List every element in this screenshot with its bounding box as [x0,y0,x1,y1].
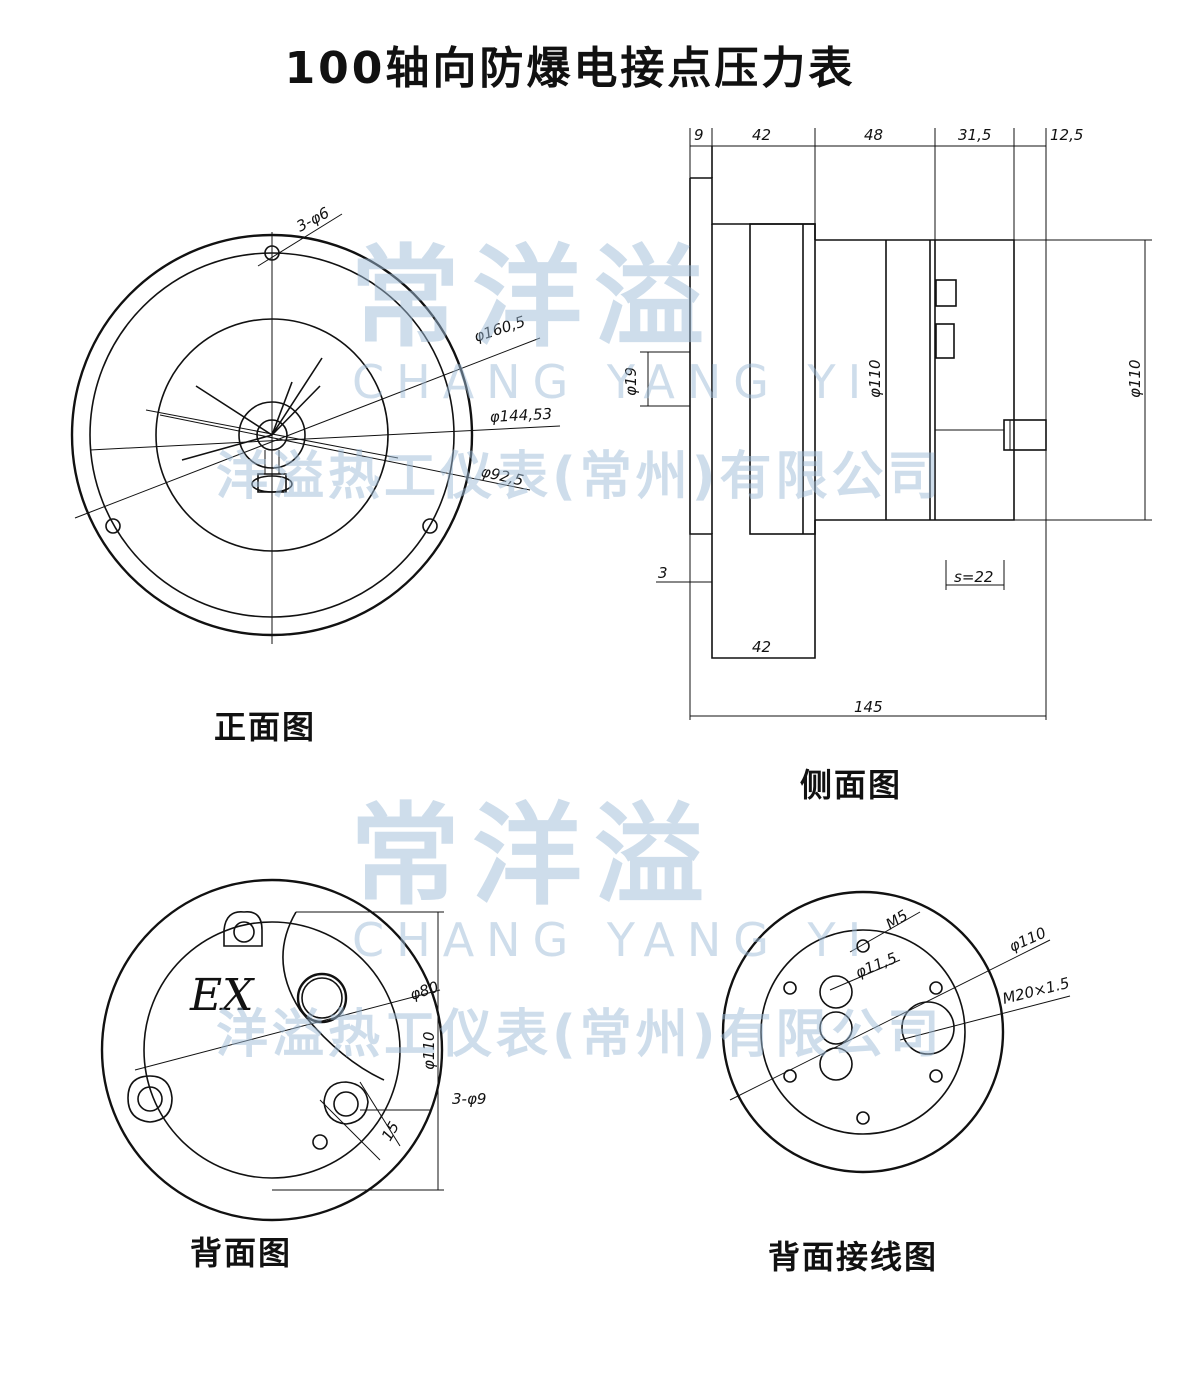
front-view-caption: 正面图 [214,708,317,746]
ex-mark: EX [189,970,255,1021]
dim-d110-back: φ110 [420,1031,438,1070]
m20-port [901,1001,955,1055]
dim-d144: φ144,53 [489,405,552,426]
back-inner-circle [143,921,401,1179]
watermark-company-1: 洋溢热工仪表(常州)有限公司 [216,447,944,507]
watermark-company-2: 洋溢热工仪表(常州)有限公司 [216,1005,944,1065]
dim-3: 3 [658,564,668,582]
dim-s22: s=22 [954,568,993,586]
dim-d80: φ80 [408,978,441,1004]
dim-d110-inner: φ110 [866,359,884,398]
wiring-outer-circle [721,890,1005,1174]
dim-d19: φ19 [622,367,640,396]
dim-48: 48 [864,126,883,144]
front-hole-right [422,518,438,534]
watermark-cn-2: 常洋溢 [350,792,716,920]
dim-145: 145 [854,698,883,716]
front-hole-left [105,518,121,534]
watermark-en-1: CHANG YANG YI [352,355,873,409]
terminal-1 [819,975,853,1009]
terminal-2 [819,1011,853,1045]
terminal-3 [819,1047,853,1081]
back-view-caption: 背面图 [190,1234,293,1272]
side-view-caption: 侧面图 [800,766,903,804]
back-outer-case [100,878,444,1222]
back-view: EX φ80 φ110 3-φ9 15 [100,878,486,1222]
page-title: 100轴向防爆电接点压力表 [284,43,856,94]
dim-42-bottom: 42 [752,638,771,656]
dim-31: 31,5 [958,126,991,144]
dim-m5: M5 [883,906,912,933]
dim-15: 15 [378,1118,403,1144]
dim-d110-outer: φ110 [1126,359,1144,398]
dim-12: 12,5 [1050,126,1083,144]
wiring-view-caption: 背面接线图 [768,1238,939,1276]
dim-9: 9 [694,126,704,144]
dim-m20: M20×1.5 [1001,974,1072,1008]
side-view: 9 42 48 31,5 12,5 φ19 φ110 φ110 [622,126,1152,720]
watermark-cn-1: 常洋溢 [350,234,716,362]
watermark-en-2: CHANG YANG YI [352,913,873,967]
dim-42-top: 42 [752,126,771,144]
wiring-inner-circle [760,929,966,1135]
dim-3-holes-back: 3-φ9 [452,1090,486,1108]
dim-3-holes: 3-φ6 [293,203,332,235]
watermark: 常洋溢 CHANG YANG YI 洋溢热工仪表(常州)有限公司 常洋溢 CHA… [216,234,944,1065]
